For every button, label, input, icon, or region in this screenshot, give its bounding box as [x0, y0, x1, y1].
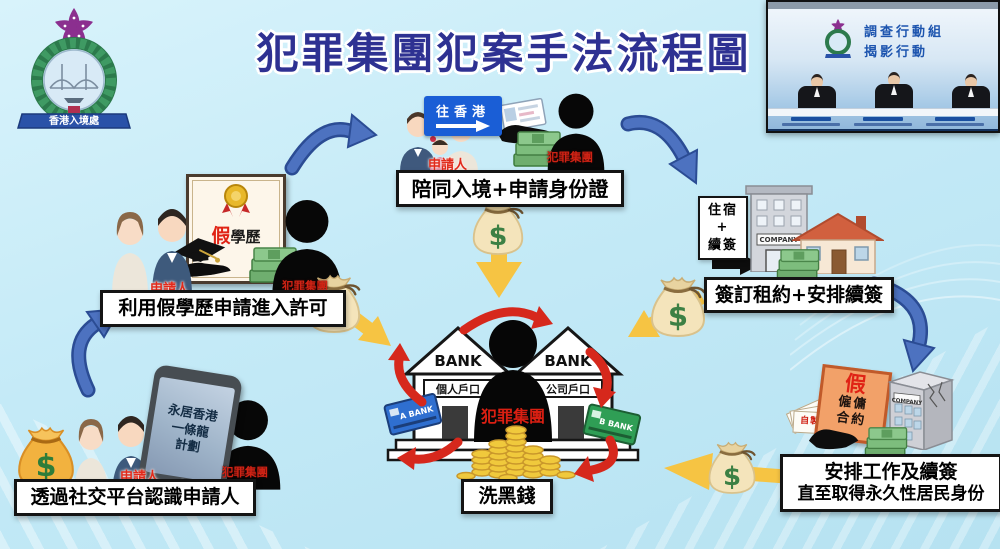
- caption-center: [850, 115, 916, 131]
- dollar-sign: $: [668, 299, 688, 333]
- personal-account-sign: 個人戶口: [435, 382, 480, 396]
- step-label-social-platform: 透過社交平台認識申請人: [14, 479, 256, 516]
- red-arrow-bottom-right: [587, 435, 618, 475]
- dollar-sign: $: [36, 449, 57, 484]
- dollar-sign: $: [723, 462, 741, 492]
- graduation-cap-hand-icon: [173, 238, 231, 277]
- sign-text: 往香港: [435, 104, 490, 120]
- step-label-money-laundering: 洗黑錢: [461, 479, 553, 514]
- red-arrow-left: [394, 355, 427, 407]
- red-arrow-right: [585, 347, 612, 397]
- crack-lines: [927, 381, 946, 408]
- syndicate-tag-top: 犯罪集團: [547, 150, 593, 164]
- video-heading: 調查行動組 揭影行動: [864, 23, 944, 63]
- caption-right: [922, 115, 988, 131]
- speaker-center: [871, 72, 917, 108]
- acc-line1: 住宿: [707, 202, 738, 218]
- immigration-logo: 香港入境處: [17, 8, 131, 129]
- step-label-lease-renewal: 簽訂租約+安排續簽: [704, 277, 894, 313]
- house-illustration: [792, 212, 884, 274]
- immigration-logo-small: [825, 19, 851, 58]
- caption-left: [778, 115, 844, 131]
- page-title: 犯罪集團犯案手法流程圖: [256, 29, 752, 78]
- dollar-sign: $: [489, 221, 508, 252]
- step-label-work-line1: 安排工作及續簽: [824, 461, 958, 484]
- logo-banner-text: 香港入境處: [49, 114, 100, 127]
- arrow-top-to-right: [620, 115, 699, 185]
- acc-line2: 續簽: [707, 237, 738, 253]
- pedestal: [68, 106, 80, 113]
- video-screen: 調查行動組 揭影行動: [768, 2, 998, 131]
- money-bag-right-icon: $: [650, 276, 706, 338]
- step-label-work-line2: 直至取得永久性居民身份: [797, 484, 985, 505]
- bank-left-text: BANK: [434, 352, 483, 370]
- applicant-couple-illustration: [112, 209, 192, 296]
- step-label-work-renewal: 安排工作及續簽 直至取得永久性居民身份: [780, 454, 1000, 512]
- step-label-fake-qualification: 利用假學歷申請進入許可: [100, 290, 346, 327]
- syndicate-tag-center: 犯罪集團: [480, 407, 545, 426]
- press-conference-video: 調查行動組 揭影行動: [766, 0, 1000, 133]
- video-heading-line2: 揭影行動: [864, 45, 929, 61]
- bank-money-laundering-illustration: BANK 個人戶口 BANK 公司戶口 犯罪集團 A BANK: [383, 320, 642, 482]
- speaker-left: [794, 74, 840, 110]
- syndicate-silhouette-center: 犯罪集團: [474, 320, 552, 442]
- syndicate-tag-bottom-left: 犯罪集團: [222, 465, 268, 479]
- sign-arrow-icon: [436, 119, 490, 132]
- diploma-text: 學歷: [230, 228, 261, 246]
- speaker-right: [948, 74, 994, 110]
- video-heading-line1: 調查行動組: [864, 25, 945, 40]
- acc-plus: +: [716, 220, 730, 236]
- bank-card-a: A BANK: [383, 393, 443, 436]
- gold-medal-icon: [222, 184, 250, 217]
- step-label-accompany-entry: 陪同入境+申請身份證: [396, 170, 624, 207]
- logo-banner: 香港入境處: [17, 113, 131, 129]
- fake-char: 假: [211, 225, 231, 247]
- bank-right-text: BANK: [544, 352, 593, 370]
- red-arrow-bottom-left: [409, 437, 463, 464]
- bank-card-b: B BANK: [582, 403, 642, 446]
- syndicate-tag-left: 犯罪集團: [282, 279, 328, 293]
- money-bag-orange-icon: $: [17, 426, 75, 490]
- red-arrow-top: [459, 307, 541, 335]
- company-account-sign: 公司戶口: [546, 382, 590, 396]
- company-sign: COMPANY: [760, 236, 800, 244]
- to-hongkong-sign: 往香港: [424, 96, 502, 136]
- press-desk: [768, 108, 998, 116]
- black-arrow-hand-icon: [712, 254, 762, 275]
- arrow-left-to-top: [284, 113, 378, 176]
- money-bag-top-icon: $: [472, 198, 524, 256]
- company-sign-cracked: COMPANY: [892, 398, 923, 407]
- applicant-tag-top: 申請人: [428, 158, 468, 173]
- accommodation-renewal-box: 住宿 + 續簽: [698, 196, 748, 260]
- money-bag-bottom-icon: $: [708, 441, 756, 495]
